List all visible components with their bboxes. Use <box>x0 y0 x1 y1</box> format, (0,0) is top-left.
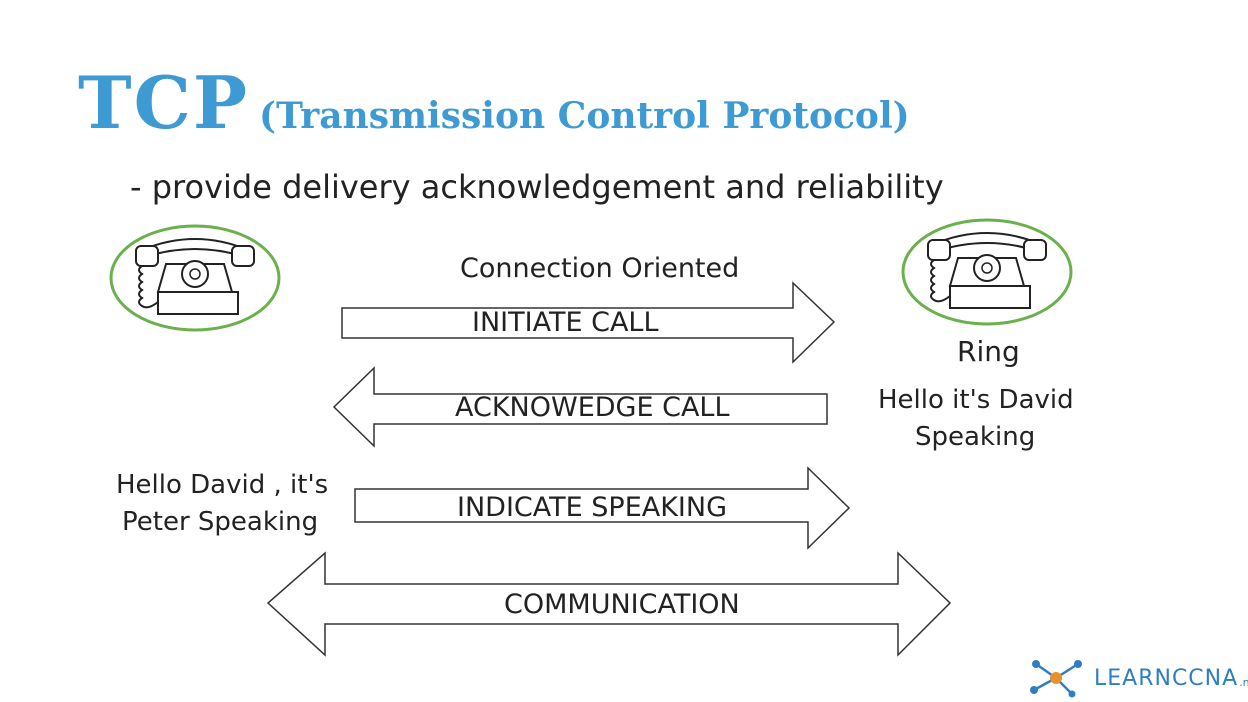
title-sub: (Transmission Control Protocol) <box>259 95 910 137</box>
learnccna-logo: LEARNCCNA .net <box>1024 658 1248 698</box>
communication-label: COMMUNICATION <box>504 589 740 620</box>
ring-label: Ring <box>957 335 1020 368</box>
david-hello-line2: Speaking <box>915 422 1036 452</box>
initiate-call-arrow <box>341 281 836 364</box>
page-title: TCP(Transmission Control Protocol) <box>78 60 910 145</box>
initiate-call-label: INITIATE CALL <box>472 307 659 338</box>
connection-oriented-label: Connection Oriented <box>460 253 740 284</box>
right-telephone-icon <box>901 218 1073 326</box>
david-hello-line1: Hello it's David <box>878 385 1074 415</box>
indicate-speaking-label: INDICATE SPEAKING <box>457 492 728 523</box>
left-telephone-icon <box>109 224 281 332</box>
acknowledge-call-arrow <box>332 366 828 448</box>
subtitle: - provide delivery acknowledgement and r… <box>130 168 944 206</box>
peter-hello-line1: Hello David , it's <box>116 470 329 500</box>
indicate-speaking-arrow <box>354 466 851 550</box>
acknowledge-call-label: ACKNOWEDGE CALL <box>455 392 730 423</box>
network-logo-icon <box>1030 660 1082 698</box>
logo-suffix: .net <box>1239 675 1248 689</box>
peter-hello-line2: Peter Speaking <box>122 507 319 537</box>
logo-text: LEARNCCNA <box>1094 665 1239 691</box>
title-main: TCP <box>78 60 250 145</box>
communication-arrow <box>266 551 952 657</box>
